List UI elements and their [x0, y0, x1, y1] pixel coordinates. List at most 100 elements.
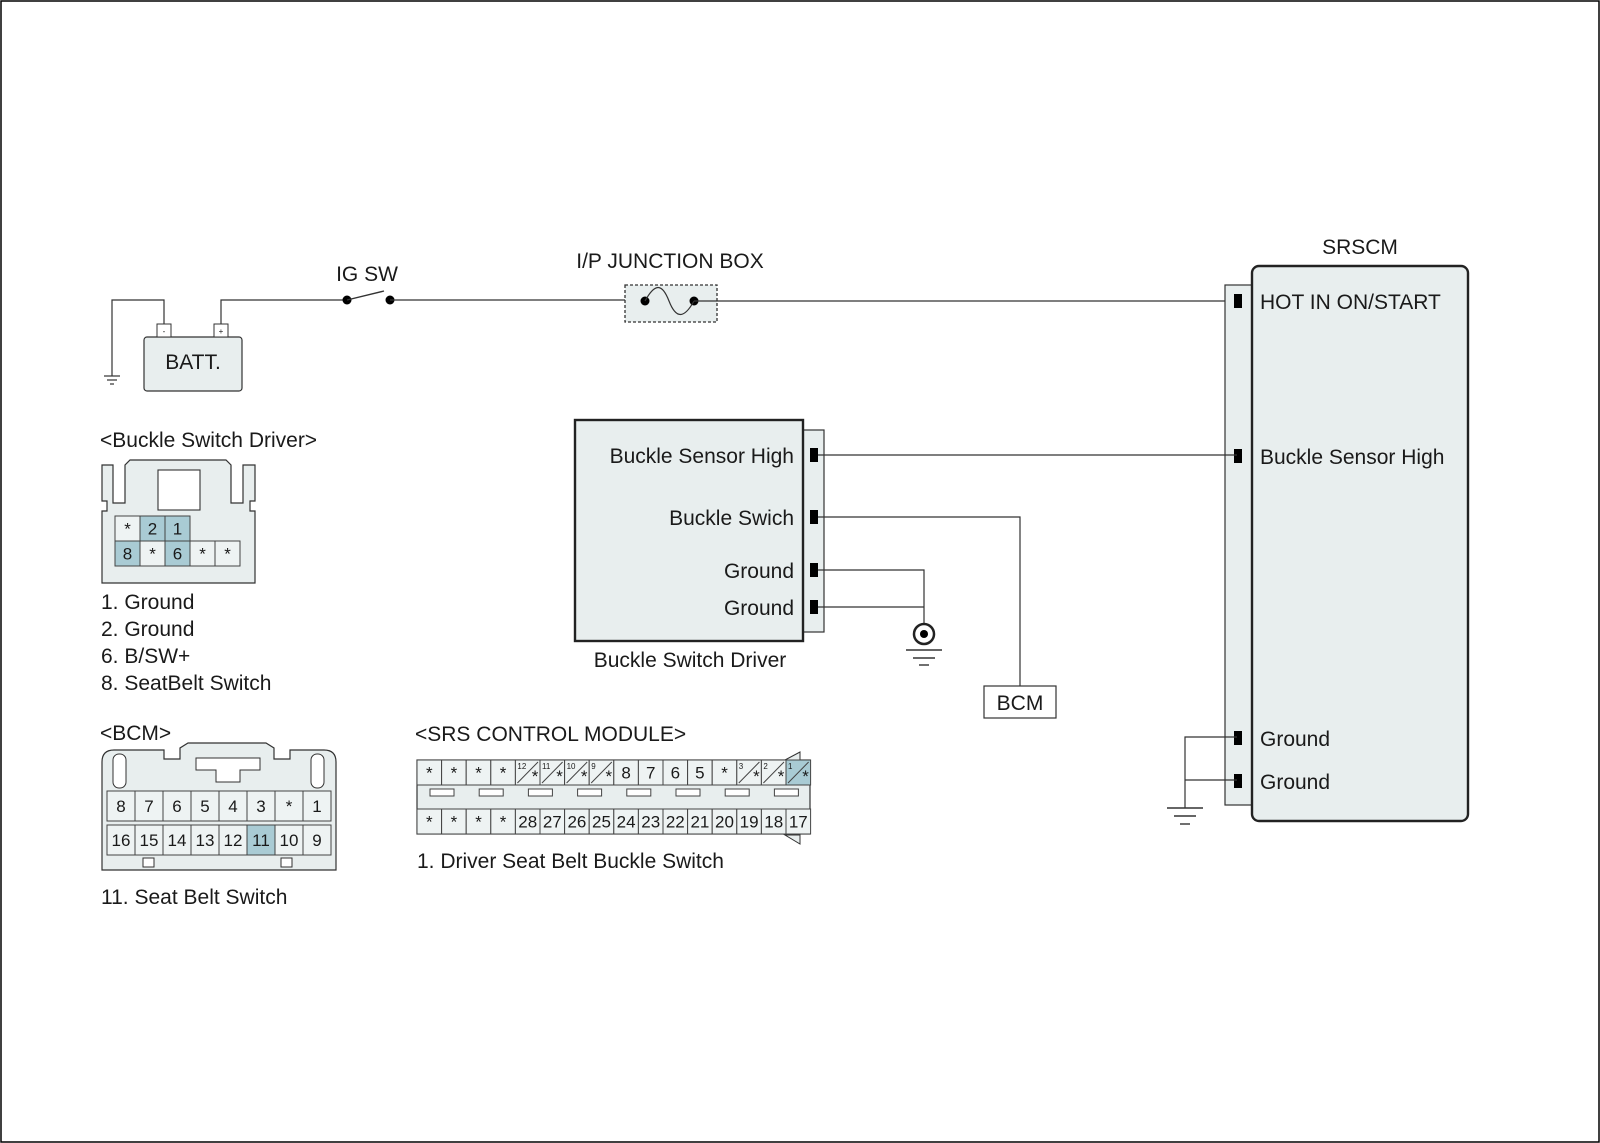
srscm-pin-hot	[1234, 294, 1242, 308]
fuse-icon	[624, 284, 718, 323]
srscm-ground-icon	[1167, 807, 1203, 825]
bcm-connector-title: <BCM>	[100, 722, 171, 745]
srs-cell: 18	[760, 808, 787, 835]
srs-cell: *	[416, 759, 443, 786]
srs-cell: 10*	[564, 759, 590, 786]
bcm-pin-label: 16	[112, 831, 131, 850]
driver-pin-2	[810, 510, 818, 524]
srs-slot	[527, 788, 553, 797]
bcm-cell: 10	[274, 824, 304, 856]
buckle-driver-pin-label: 2	[148, 520, 157, 539]
srs-pin-number: 3	[739, 762, 744, 771]
srs-cell: *	[465, 759, 492, 786]
driver-pin-2-label: Buckle Swich	[669, 507, 794, 530]
srs-pin-label: 18	[764, 813, 783, 832]
bcm-cell: 16	[106, 824, 136, 856]
srs-cell: 25	[588, 808, 615, 835]
bcm-cell: 15	[134, 824, 164, 856]
srs-cell: 12*	[514, 759, 541, 786]
srscm-label: SRSCM	[1322, 236, 1398, 259]
ig-switch-icon	[342, 290, 395, 305]
bcm-box-label: BCM	[997, 692, 1044, 715]
bcm-cell: 9	[302, 824, 332, 856]
bcm-pin-label: 1	[312, 797, 321, 816]
driver-pin-3-label: Ground	[724, 560, 794, 583]
srs-pin-label: *	[500, 764, 507, 783]
srs-cell: 23	[637, 808, 664, 835]
srs-pin-number: 11	[542, 762, 551, 771]
driver-pin-1-label: Buckle Sensor High	[610, 445, 794, 468]
buckle-driver-legend-2: 2. Ground	[101, 618, 194, 641]
srs-cell: 19	[736, 808, 762, 835]
driver-ground-wire-1	[818, 569, 925, 624]
bcm-pin-label: 4	[228, 797, 237, 816]
srscm-pin-ground1	[1234, 731, 1242, 745]
srs-cell: *	[490, 759, 516, 786]
junction-box-label: I/P JUNCTION BOX	[576, 250, 763, 273]
srs-cell: 11*	[539, 759, 566, 786]
srs-cell: 3*	[736, 759, 762, 786]
bcm-cell: 11	[246, 824, 276, 856]
srs-cell: 2*	[760, 759, 787, 786]
bcm-cell: 14	[162, 824, 192, 856]
battery-minus: -	[163, 327, 166, 336]
srs-pin-label: 6	[671, 764, 680, 783]
srs-pin-number: 10	[567, 762, 576, 771]
bcm-pin-label: 8	[116, 797, 125, 816]
srs-slot	[724, 788, 750, 797]
srs-cell: 20	[711, 808, 738, 835]
srscm-pin-buckle-label: Buckle Sensor High	[1260, 446, 1444, 469]
srs-cell: *	[441, 759, 467, 786]
srs-pin-number: 9	[591, 762, 596, 771]
bcm-cell: 4	[218, 790, 248, 822]
srs-unused-mark: *	[802, 767, 809, 786]
buckle-driver-connector-title: <Buckle Switch Driver>	[100, 429, 317, 452]
srs-slot	[429, 788, 455, 797]
bcm-cell: 13	[190, 824, 220, 856]
srs-cell: 17	[785, 808, 812, 835]
srs-connector-title: <SRS CONTROL MODULE>	[415, 723, 686, 746]
srs-slot-row	[429, 788, 799, 797]
srs-pin-label: 20	[715, 813, 734, 832]
buckle-switch-to-bcm-wire	[818, 516, 1021, 686]
buckle-driver-cell: *	[214, 540, 241, 567]
bcm-pin-label: 14	[168, 831, 187, 850]
srs-pin-label: 28	[518, 813, 537, 832]
bcm-pin-label: 12	[224, 831, 243, 850]
srs-slot	[675, 788, 701, 797]
driver-pin-4	[810, 600, 818, 614]
srs-pin-label: 26	[567, 813, 586, 832]
srs-cell: *	[441, 808, 467, 835]
srs-pin-label: 19	[740, 813, 759, 832]
bcm-pin-label: *	[286, 797, 293, 816]
srs-pin-label: 22	[666, 813, 685, 832]
driver-caption: Buckle Switch Driver	[594, 649, 787, 672]
buckle-driver-cell: 1	[164, 515, 191, 542]
bcm-cell: *	[274, 790, 304, 822]
buckle-driver-legend-3: 6. B/SW+	[101, 645, 190, 668]
buckle-driver-pin-label: *	[199, 545, 206, 564]
srs-slot	[577, 788, 603, 797]
buckle-driver-pin-label: *	[149, 545, 156, 564]
srs-pin-label: *	[451, 764, 458, 783]
driver-pin-4-label: Ground	[724, 597, 794, 620]
buckle-driver-pin-label: 6	[173, 545, 182, 564]
bcm-pin-label: 11	[252, 831, 270, 850]
driver-pin-1	[810, 448, 818, 462]
bcm-pin-label: 10	[280, 831, 299, 850]
srscm-pin-ground2	[1234, 774, 1242, 788]
buckle-driver-pin-label: 8	[123, 545, 132, 564]
srs-pin-label: 17	[789, 813, 808, 832]
srs-pin-number: 12	[517, 762, 526, 771]
buckle-driver-row2: 8 * 6 * *	[114, 540, 241, 567]
bcm-pin-label: 15	[140, 831, 159, 850]
srs-slot	[626, 788, 652, 797]
buckle-driver-legend-1: 1. Ground	[101, 591, 194, 614]
srs-pin-label: 5	[695, 764, 704, 783]
bcm-cell: 5	[190, 790, 220, 822]
